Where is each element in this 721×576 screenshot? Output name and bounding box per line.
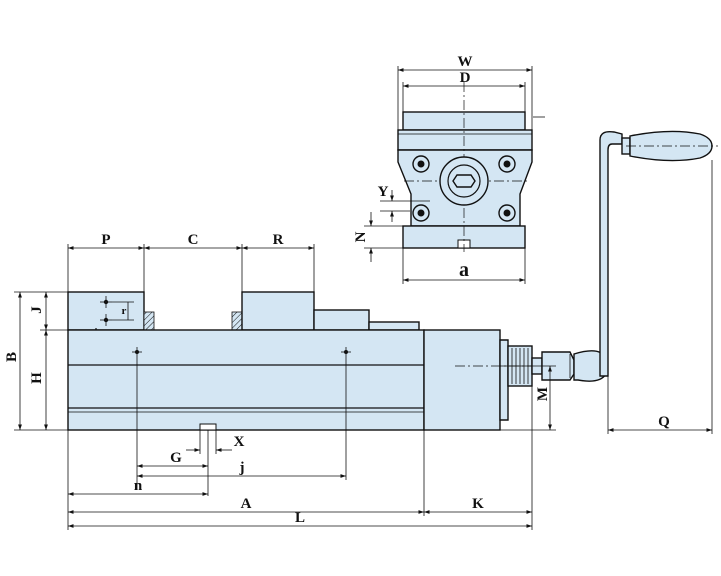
jaw-slide-step1 <box>313 309 370 331</box>
dim-P-label: P <box>101 232 110 248</box>
movable-jaw-plate <box>231 311 243 331</box>
dim-D-label: D <box>460 70 471 86</box>
crank-handle <box>531 130 718 382</box>
dim-r-label: r <box>122 305 127 317</box>
dim-N-label: N <box>353 231 369 242</box>
center-marker-2 <box>341 347 351 357</box>
dim-G-label: G <box>170 450 182 466</box>
dim-J-label: J <box>29 306 45 314</box>
movable-jaw <box>241 291 315 331</box>
hex-socket-icon <box>452 174 476 188</box>
end-view-dimensions: W D Y N a <box>353 54 545 284</box>
jaw-screw-marker-2 <box>100 314 112 326</box>
dim-L-label: L <box>295 510 305 526</box>
crank-arm <box>599 130 623 377</box>
end-view <box>397 82 533 252</box>
spindle-housing <box>423 329 501 431</box>
dim-M-label: M <box>535 387 551 401</box>
side-view-dimensions: P C R B H J M Q X G j <box>4 160 713 530</box>
dim-X-label: X <box>234 434 245 450</box>
jaw-screw-marker-1 <box>100 296 112 308</box>
dim-Y-label: Y <box>378 184 389 200</box>
vise-body <box>67 329 425 431</box>
dim-B-label: B <box>4 352 20 362</box>
dim-H-label: H <box>29 372 45 384</box>
dim-n-label: n <box>134 478 143 494</box>
dim-a-label: a <box>459 259 469 281</box>
end-view-jaw-plate <box>397 129 533 151</box>
key-slot <box>199 423 217 431</box>
dim-R-label: R <box>273 232 284 248</box>
dim-W-label: W <box>458 54 473 70</box>
dim-K-label: K <box>472 496 484 512</box>
side-view: r <box>67 291 545 431</box>
dim-C-label: C <box>188 232 199 248</box>
dim-j-label: j <box>239 460 245 476</box>
fixed-jaw-plate <box>143 311 155 331</box>
jaw-slide-step2 <box>368 321 420 331</box>
center-marker-1 <box>132 347 142 357</box>
dim-Q-label: Q <box>658 414 670 430</box>
dim-A-label: A <box>241 496 252 512</box>
